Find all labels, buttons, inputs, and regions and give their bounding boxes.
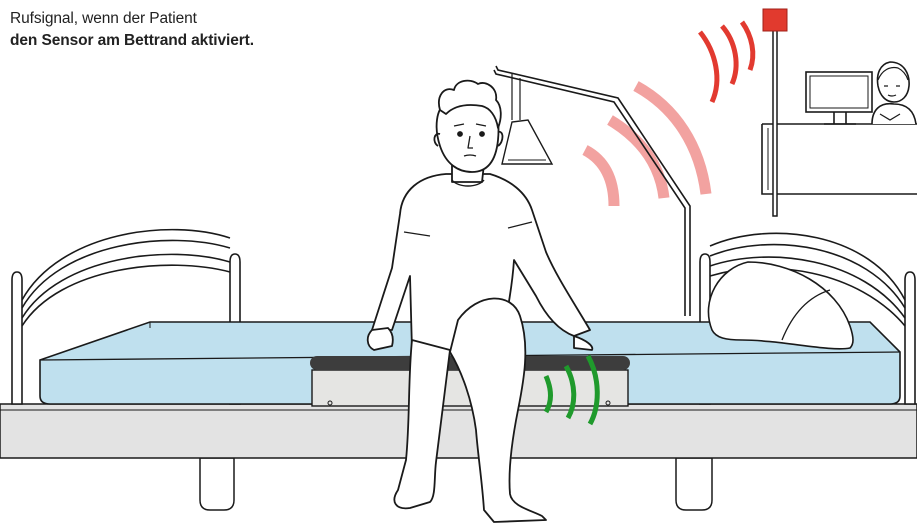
nurse-station-icon (762, 62, 917, 194)
patient-signal-waves (585, 86, 706, 206)
alarm-light-icon (763, 9, 787, 216)
alarm-signal-waves (700, 22, 753, 102)
pillow-icon (708, 262, 853, 349)
